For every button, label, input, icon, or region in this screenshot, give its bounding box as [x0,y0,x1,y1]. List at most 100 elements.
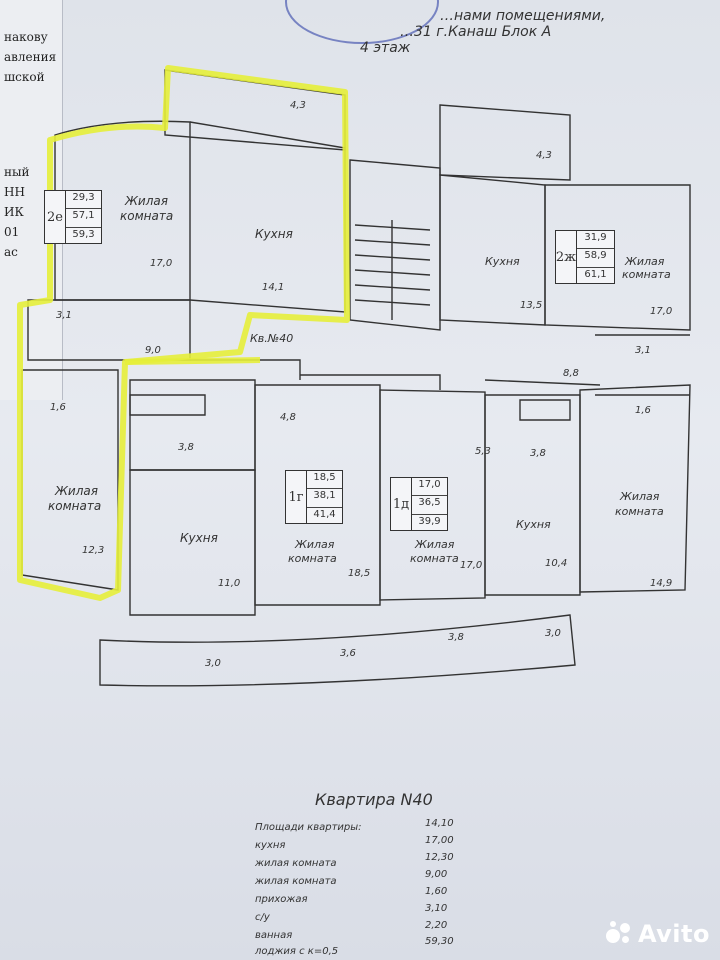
summary-label: лоджия с к=0,5 [255,946,339,957]
room-label: Жилая [295,538,335,551]
apartment-40-highlight [17,65,350,601]
header-line-2: …31 г.Канаш Блок А [400,24,552,40]
room-label: комната [48,499,102,513]
area-value: 31,9 [577,231,614,250]
summary-value: 1,60 [425,886,448,897]
room-outline [579,384,691,593]
room-label: Жилая [415,538,455,551]
room-label: Жилая [125,194,168,208]
room-area: 9,0 [145,345,161,356]
apartment-40-highlight [124,357,261,365]
left-page-line: ас [4,245,18,259]
room-area: 11,0 [218,578,241,589]
partition [190,359,601,390]
area-value: 18,5 [307,471,342,490]
summary-value: 17,00 [425,835,454,846]
avito-text: Avito [637,920,710,948]
room-area: 1,6 [635,405,651,416]
apartment-area-box: 1д 17,0 36,5 39,9 [390,477,448,531]
room-area: 17,0 [150,258,173,269]
room-area: 4,3 [536,150,552,161]
room-area: 13,5 [520,300,543,311]
area-value: 38,1 [307,489,342,508]
room-area: 3,8 [530,448,546,459]
apartment-area-box: 2е 29,3 57,1 59,3 [44,190,102,244]
area-value: 61,1 [584,268,607,280]
summary-label: Площади квартиры: [255,822,362,833]
area-value: 59,3 [72,228,95,240]
room-outline [27,299,191,361]
bathtub [519,399,571,421]
room-label: Кухня [255,227,293,241]
room-label: Кухня [485,255,520,268]
area-value: 17,0 [412,478,447,497]
left-page-line: НН [4,185,25,199]
room-area: 3,8 [178,442,194,453]
room-area: 14,9 [650,578,673,589]
header-line-1: …нами помещениями, [440,8,606,24]
room-area: 1,6 [50,402,66,413]
room-label: комната [288,552,337,565]
summary-value: 2,20 [425,920,448,931]
room-area: 17,0 [650,306,673,317]
summary-label: с/у [255,912,270,923]
room-label: Кухня [180,531,218,545]
stairwell-outline [349,159,441,331]
room-outline [544,184,691,331]
summary-value: 12,30 [425,852,454,863]
floor-label: 4 этаж [360,40,411,56]
room-label: комната [120,209,174,223]
area-value: 39,9 [418,515,441,527]
apartment-code: 2е [45,191,66,243]
room-outline [379,389,486,601]
loggia-outline [99,614,576,687]
room-outline [129,469,256,616]
left-page-line: ный [4,165,30,179]
apartment-area-box: 2ж 31,9 58,9 61,1 [555,230,615,284]
area-value: 36,5 [412,496,447,515]
summary-title: Квартира N40 [315,790,433,809]
room-label: Жилая [55,484,98,498]
summary-label: жилая комната [255,858,337,869]
summary-label: кухня [255,840,286,851]
room-area: 4,8 [280,412,296,423]
summary-value: 14,10 [425,818,454,829]
room-area: 3,1 [635,345,651,356]
room-area: 10,4 [545,558,568,569]
area-value: 29,3 [66,191,101,210]
room-outline [129,379,256,471]
balcony-outline [439,104,571,181]
left-page-line: 01 [4,225,20,239]
summary-label: жилая комната [255,876,337,887]
room-area: 3,0 [205,658,221,669]
bathtub [129,394,206,416]
room-area: 12,3 [82,545,105,556]
apartment-code: 1г [286,471,307,523]
apartment-code: 1д [391,478,412,530]
area-value: 41,4 [313,508,336,520]
room-area: 3,6 [340,648,356,659]
left-page-fragment: накову авления шской ный НН ИК 01 ас [0,0,63,400]
left-page-line: ИК [4,205,24,219]
room-area: 3,8 [448,632,464,643]
room-label: Кухня [516,518,551,531]
room-outline [21,369,119,591]
apartment-number-label: Кв.№40 [250,332,294,345]
room-area: 5,3 [475,446,491,457]
summary-label: прихожая [255,894,308,905]
room-outline [254,384,381,606]
apartment-code: 2ж [556,231,577,283]
area-value: 57,1 [66,209,101,228]
room-area: 3,0 [545,628,561,639]
room-label: Жилая [620,490,660,503]
summary-label: ванная [255,930,293,941]
avito-watermark: Avito [605,920,710,948]
room-label: комната [410,552,459,565]
summary-value: 59,30 [425,936,454,947]
room-area: 8,8 [563,368,579,379]
area-value: 58,9 [577,249,614,268]
left-page-line: авления [4,50,57,64]
